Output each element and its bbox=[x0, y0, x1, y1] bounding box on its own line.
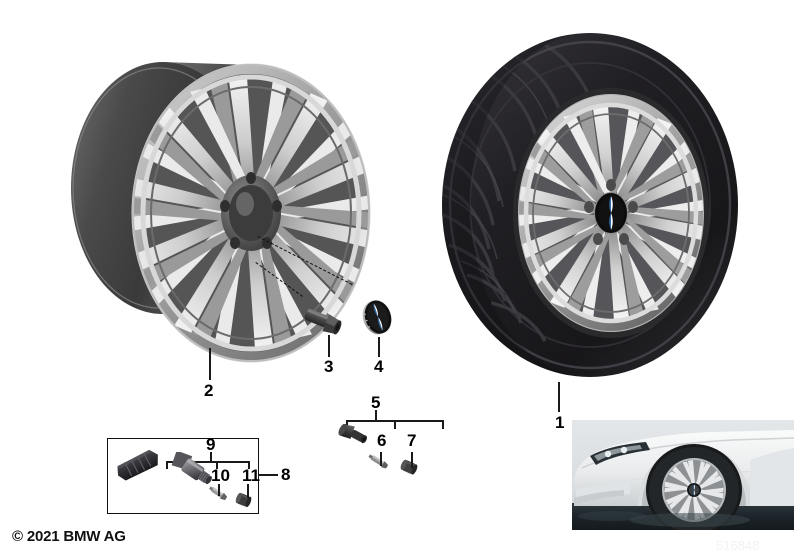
callout-10: 10 bbox=[211, 466, 230, 485]
leader-line-3 bbox=[328, 335, 330, 357]
bracket-9-horizontal bbox=[166, 461, 249, 463]
bracket-9-tick-mid bbox=[216, 461, 218, 469]
bracket-9-tick-left bbox=[166, 461, 168, 469]
copyright-notice: © 2021 BMW AG bbox=[12, 528, 126, 545]
sensor-valve-insert-part bbox=[209, 486, 228, 501]
bracket-5-tick-right bbox=[442, 420, 444, 429]
callout-7: 7 bbox=[407, 431, 417, 450]
bracket-5-tick-mid bbox=[394, 420, 396, 429]
callout-5: 5 bbox=[371, 393, 381, 412]
alloy-wheel-illustration bbox=[71, 62, 371, 363]
wheel-spokes bbox=[133, 74, 369, 352]
callout-3: 3 bbox=[324, 357, 334, 376]
leader-line-7 bbox=[411, 452, 413, 468]
leader-line-2 bbox=[209, 348, 211, 380]
bmw-roundel-icon bbox=[594, 192, 628, 234]
callout-6: 6 bbox=[377, 431, 387, 450]
bracket-9-stem bbox=[210, 452, 212, 461]
wheel-with-tyre-illustration bbox=[442, 33, 738, 377]
callout-11: 11 bbox=[242, 466, 260, 485]
tpms-kit-detail-box bbox=[107, 438, 259, 514]
leader-line-8 bbox=[258, 474, 278, 476]
sensor-rubber-mount-part bbox=[117, 449, 158, 481]
leader-line-1 bbox=[558, 382, 560, 412]
callout-9: 9 bbox=[206, 435, 216, 454]
wheel-bolt-part bbox=[304, 308, 342, 335]
callout-8: 8 bbox=[281, 465, 291, 484]
callout-1: 1 bbox=[555, 413, 565, 432]
rubber-valve-part bbox=[338, 424, 367, 444]
sensor-valve-cap-part bbox=[235, 492, 252, 508]
leader-line-11 bbox=[247, 484, 249, 498]
rdc-sensor-part bbox=[171, 452, 212, 485]
leader-line-6 bbox=[380, 452, 382, 466]
valve-cap-part bbox=[400, 459, 418, 475]
callout-2: 2 bbox=[204, 381, 214, 400]
bracket-5-stem bbox=[375, 410, 377, 420]
bracket-9-tick-right bbox=[248, 461, 250, 469]
diagram-number: 516848 bbox=[716, 538, 760, 553]
leader-line-10 bbox=[218, 484, 220, 496]
callout-4: 4 bbox=[374, 357, 384, 376]
bracket-5-tick-left bbox=[346, 420, 348, 429]
vehicle-photo-inset bbox=[572, 420, 794, 530]
leader-line-4 bbox=[378, 337, 380, 357]
hub-cap-part bbox=[362, 300, 392, 335]
